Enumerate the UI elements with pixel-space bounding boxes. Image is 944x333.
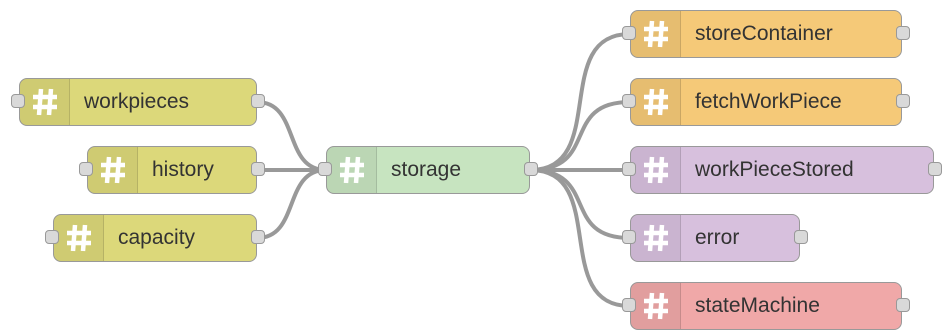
output-port[interactable] [896, 94, 910, 108]
node-label: stateMachine [695, 294, 820, 317]
node-label: workPieceStored [695, 158, 854, 181]
node-error[interactable]: error [622, 214, 808, 262]
node-capacity[interactable]: capacity [45, 214, 265, 262]
wire-storage-storeContainer[interactable] [529, 32, 631, 172]
output-port[interactable] [251, 230, 265, 244]
node-workPieceStored[interactable]: workPieceStored [622, 146, 942, 194]
output-port[interactable] [896, 298, 910, 312]
output-port[interactable] [794, 230, 808, 244]
input-port[interactable] [622, 162, 636, 176]
node-label: storage [391, 158, 462, 181]
wire-workpieces-storage[interactable] [256, 100, 327, 172]
node-storeContainer[interactable]: storeContainer [622, 10, 910, 58]
node-label: error [695, 226, 740, 249]
output-port[interactable] [251, 162, 265, 176]
hash-icon [88, 147, 138, 193]
node-label: capacity [118, 226, 196, 249]
wire-storage-stateMachine[interactable] [529, 168, 631, 308]
node-workpieces[interactable]: workpieces [11, 78, 265, 126]
output-port[interactable] [524, 162, 538, 176]
node-label: storeContainer [695, 22, 833, 45]
hash-icon [631, 11, 681, 57]
node-label: history [152, 158, 214, 181]
output-port[interactable] [896, 26, 910, 40]
hash-icon [54, 215, 104, 261]
node-history[interactable]: history [79, 146, 265, 194]
node-label: fetchWorkPiece [695, 90, 842, 113]
hash-icon [631, 79, 681, 125]
node-label: workpieces [84, 90, 190, 113]
input-port[interactable] [318, 162, 332, 176]
wire-capacity-storage[interactable] [256, 168, 327, 240]
hash-icon [631, 147, 681, 193]
hash-icon [631, 283, 681, 329]
input-port[interactable] [622, 298, 636, 312]
hash-icon [20, 79, 70, 125]
input-port[interactable] [45, 230, 59, 244]
node-stateMachine[interactable]: stateMachine [622, 282, 910, 330]
node-storage[interactable]: storage [318, 146, 538, 194]
wire-storage-fetchWorkPiece[interactable] [529, 100, 631, 172]
output-port[interactable] [251, 94, 265, 108]
input-port[interactable] [622, 26, 636, 40]
input-port[interactable] [622, 94, 636, 108]
input-port[interactable] [622, 230, 636, 244]
input-port[interactable] [79, 162, 93, 176]
input-port[interactable] [11, 94, 25, 108]
node-fetchWorkPiece[interactable]: fetchWorkPiece [622, 78, 910, 126]
hash-icon [631, 215, 681, 261]
hash-icon [327, 147, 377, 193]
output-port[interactable] [928, 162, 942, 176]
